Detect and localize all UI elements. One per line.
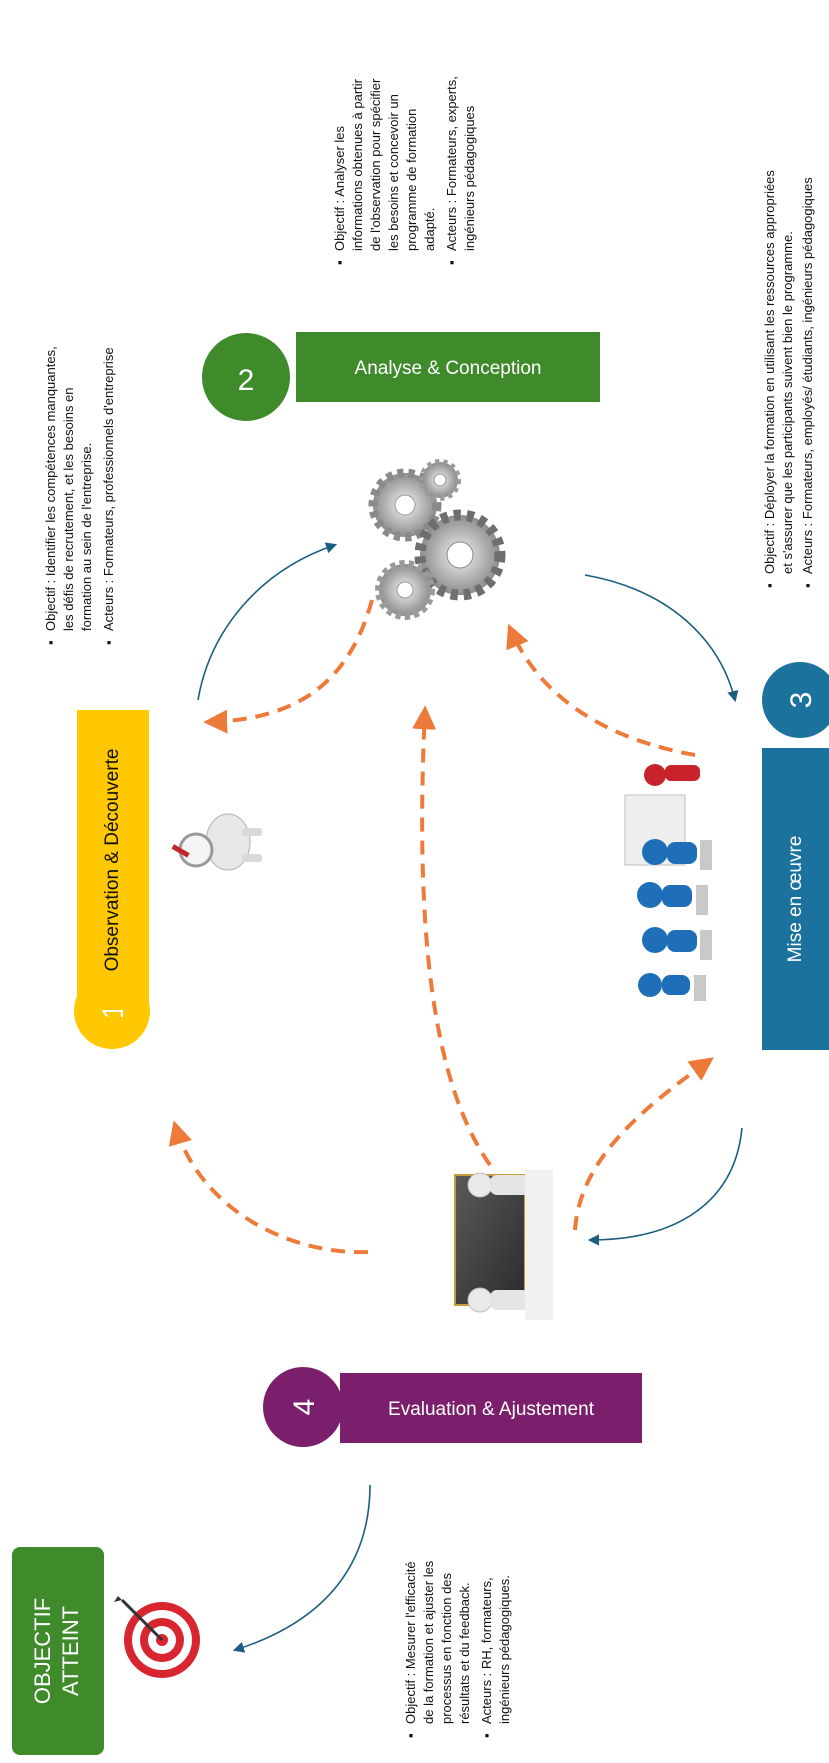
step-1-bullet-2: ▪	[101, 640, 116, 645]
step-4-circle	[263, 1367, 343, 1447]
target-icon	[114, 1596, 200, 1678]
step-2: 2 Analyse & Conception	[202, 332, 600, 620]
cycle-arrow-2-to-3	[584, 574, 739, 703]
step-4-line-4: résultats et du feedback.	[457, 1582, 472, 1724]
step-2-line-4: les besoins et concevoir un	[386, 94, 401, 251]
step-1-title: Observation & Découverte	[102, 749, 123, 972]
feedback-arrow-2-to-1	[203, 599, 374, 734]
step-2-line-7: Acteurs : Formateurs, experts,	[444, 76, 459, 251]
step-4-bullet-2: ▪	[479, 1733, 494, 1738]
step-3-line-2: et s'assurer que les participants suiven…	[780, 231, 795, 574]
feedback-arrow-4-to-1	[168, 1120, 369, 1255]
step-2-description: ▪ Objectif : Analyser les informations o…	[332, 76, 477, 265]
step-2-line-3: de l'observation pour spécifier	[368, 78, 383, 251]
step-1-bullet-1: ▪	[43, 640, 58, 645]
step-1-line-1: Objectif : Identifier les compétences ma…	[43, 346, 58, 631]
goal-line-2: ATTEINT	[58, 1606, 83, 1696]
magnifier-figure-icon	[171, 813, 262, 871]
step-2-circle	[202, 333, 290, 421]
meeting-board-icon	[454, 1170, 553, 1320]
step-3-circle	[762, 662, 829, 738]
step-3-title: Mise en œuvre	[785, 836, 806, 963]
step-4-description: ▪ Objectif : Mesurer l'efficacité de la …	[403, 1560, 512, 1738]
step-1-description: ▪ Objectif : Identifier les compétences …	[43, 346, 116, 645]
step-2-number: 2	[238, 364, 255, 397]
step-2-line-6: adapté.	[422, 208, 437, 251]
step-4-line-5: Acteurs : RH, formateurs,	[479, 1577, 494, 1724]
classroom-icon	[624, 764, 712, 1001]
step-4-line-1: Objectif : Mesurer l'efficacité	[403, 1561, 418, 1724]
step-2-line-5: programme de formation	[404, 109, 419, 251]
feedback-arrow-4-to-3	[573, 1057, 714, 1231]
step-4-line-3: processus en fonction des	[439, 1572, 454, 1724]
step-1-line-2: les défis de recrutement, et les besoins…	[61, 387, 76, 631]
step-4-line-6: ingénieurs pédagogiques.	[497, 1575, 512, 1724]
step-1: 1 Observation & Découverte	[74, 710, 262, 1049]
step-3-number: 3	[785, 692, 818, 709]
step-1-line-3: formation au sein de l'entreprise.	[79, 443, 94, 631]
goal: OBJECTIF ATTEINT	[12, 1547, 200, 1755]
step-3-bullet-2: ▪	[800, 583, 815, 588]
step-4-line-2: de la formation et ajuster les	[421, 1560, 436, 1724]
gears-icon	[368, 459, 506, 620]
goal-line-1: OBJECTIF	[30, 1598, 55, 1704]
step-1-line-4: Acteurs : Formateurs, professionnels d'e…	[101, 347, 116, 631]
step-2-box	[296, 332, 600, 402]
step-4-box	[340, 1373, 642, 1443]
cycle-arrow-4-to-goal	[232, 1484, 371, 1653]
feedback-arrow-4-to-2	[412, 705, 492, 1167]
step-1-box	[77, 710, 149, 1010]
step-2-bullet-1: ▪	[332, 260, 347, 265]
step-4: 4 Evaluation & Ajustement	[263, 1170, 642, 1447]
cycle-arrow-3-to-4	[587, 1127, 743, 1246]
step-2-line-8: ingénieurs pédagogiques	[462, 105, 477, 251]
step-3-line-1: Objectif : Déployer la formation en util…	[762, 170, 777, 574]
step-3-line-3: Acteurs : Formateurs, employés/ étudiant…	[800, 177, 815, 574]
step-3: 3 Mise en œuvre	[624, 662, 829, 1050]
step-2-title: Analyse & Conception	[355, 358, 542, 379]
step-2-line-1: Objectif : Analyser les	[332, 126, 347, 251]
step-3-box	[762, 748, 829, 1050]
cycle-arrow-1-to-2	[197, 542, 338, 701]
goal-box	[12, 1547, 104, 1755]
step-4-number: 4	[288, 1399, 321, 1416]
step-4-bullet-1: ▪	[403, 1733, 418, 1738]
step-4-title: Evaluation & Ajustement	[388, 1399, 595, 1420]
feedback-arrow-3-to-2	[506, 623, 696, 757]
step-2-line-2: informations obtenues à partir	[350, 78, 365, 251]
step-3-bullet-1: ▪	[762, 583, 777, 588]
step-2-bullet-2: ▪	[444, 260, 459, 265]
step-3-description: ▪ Objectif : Déployer la formation en ut…	[762, 170, 815, 588]
feedback-arrows	[168, 599, 714, 1255]
